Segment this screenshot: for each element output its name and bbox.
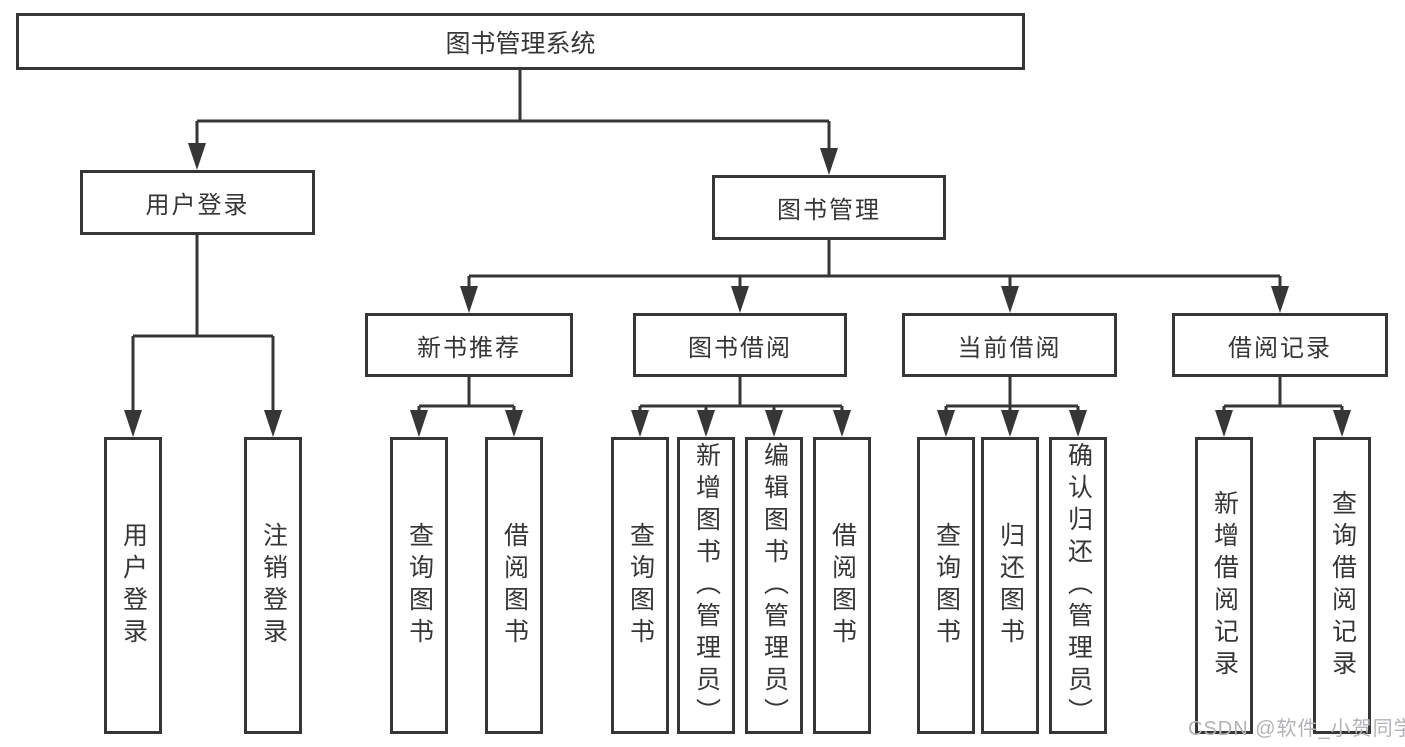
leaf-confirm-return-admin: 确认归还（管理员）	[1049, 437, 1107, 734]
arrowhead	[1001, 410, 1019, 437]
arrowhead	[937, 410, 955, 437]
arrowhead	[1271, 286, 1289, 313]
arrowhead	[505, 410, 523, 437]
node-new-book-recommend: 新书推荐	[365, 313, 573, 377]
node-label: 新增图书（管理员）	[692, 441, 721, 730]
node-label: 查询图书	[932, 521, 961, 650]
arrowhead	[188, 143, 206, 170]
leaf-user-login: 用户登录	[104, 437, 162, 734]
node-label: 图书管理	[777, 197, 881, 224]
node-label: 借阅记录	[1228, 334, 1332, 362]
node-label: 图书借阅	[688, 334, 792, 362]
arrowheads	[124, 143, 1351, 437]
arrowhead	[1215, 410, 1233, 437]
arrowhead	[697, 410, 715, 437]
leaf-borrow-books: 借阅图书	[813, 437, 871, 734]
node-label: 查询借阅记录	[1328, 489, 1357, 682]
leaf-query-books-current: 查询图书	[917, 437, 975, 734]
node-label: 当前借阅	[957, 334, 1062, 362]
csdn-watermark: CSDN @软件_小贺同学	[1188, 718, 1405, 740]
arrowhead	[820, 148, 838, 175]
node-current-borrowing: 当前借阅	[902, 313, 1117, 377]
node-label: 用户登录	[145, 192, 250, 219]
node-label: 确认归还（管理员）	[1064, 441, 1093, 730]
node-label: 新增借阅记录	[1210, 489, 1239, 682]
arrowhead	[410, 410, 428, 437]
leaf-query-books-borrow: 查询图书	[611, 437, 669, 734]
node-label: 查询图书	[405, 521, 434, 650]
node-library-system: 图书管理系统	[16, 13, 1025, 70]
leaf-query-borrow-record: 查询借阅记录	[1313, 437, 1371, 734]
arrowhead	[765, 410, 783, 437]
node-user-login-group: 用户登录	[80, 170, 315, 235]
leaf-edit-book-admin: 编辑图书（管理员）	[745, 437, 803, 734]
arrowhead	[631, 410, 649, 437]
arrowhead	[460, 286, 478, 313]
node-label: 借阅图书	[828, 521, 857, 650]
node-label: 注销登录	[259, 521, 288, 650]
leaf-logout: 注销登录	[244, 437, 302, 734]
node-label: 查询图书	[626, 521, 655, 650]
leaf-add-borrow-record: 新增借阅记录	[1195, 437, 1253, 734]
arrowhead	[264, 410, 282, 437]
node-label: 编辑图书（管理员）	[760, 441, 789, 730]
arrowhead	[1069, 410, 1087, 437]
leaf-query-books-recommend: 查询图书	[390, 437, 448, 734]
leaf-return-books: 归还图书	[981, 437, 1039, 734]
arrowhead	[833, 410, 851, 437]
leaf-borrow-books-recommend: 借阅图书	[485, 437, 543, 734]
node-borrow-records: 借阅记录	[1172, 313, 1388, 377]
arrowhead	[731, 286, 749, 313]
node-label: 借阅图书	[500, 521, 529, 650]
node-label: 图书管理系统	[445, 29, 596, 58]
node-label: 新书推荐	[417, 334, 521, 362]
node-label: 归还图书	[996, 521, 1025, 650]
node-label: 用户登录	[119, 521, 148, 650]
leaf-add-book-admin: 新增图书（管理员）	[677, 437, 735, 734]
node-book-borrowing: 图书借阅	[633, 313, 847, 377]
arrowhead	[1001, 286, 1019, 313]
node-book-management: 图书管理	[712, 175, 946, 240]
arrowhead	[124, 410, 142, 437]
arrowhead	[1333, 410, 1351, 437]
